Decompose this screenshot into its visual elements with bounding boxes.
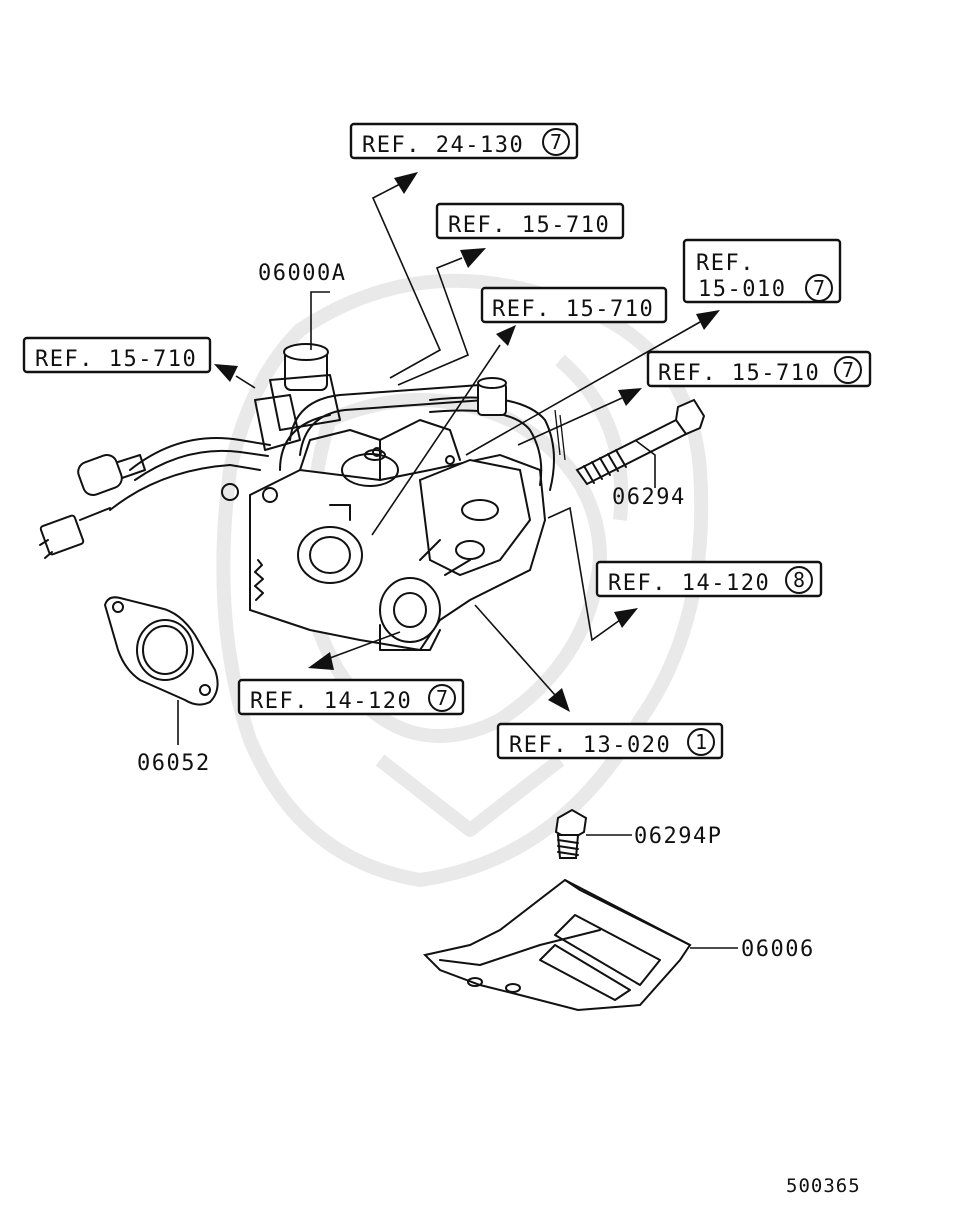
ref-box-13-020[interactable]: REF. 13-020 1: [496, 722, 724, 760]
ref-box-15-010[interactable]: REF. 15-010 7: [682, 238, 842, 304]
ref-label: REF. 15-710: [35, 347, 197, 372]
ref-label: REF. 13-020: [509, 733, 671, 758]
ref-label-line1: REF.: [696, 251, 755, 276]
ref-box-24-130[interactable]: REF. 24-130 7: [349, 122, 579, 160]
bolt-06294p-drawing: [554, 808, 588, 859]
ref-circled-number: 7: [550, 130, 562, 154]
part-label-06000a[interactable]: 06000A: [258, 261, 346, 286]
throttle-body-drawing: [39, 343, 566, 652]
ref-label: 15-010: [698, 277, 786, 302]
ref-box-15-710-left[interactable]: REF. 15-710: [22, 336, 212, 374]
part-label-06006[interactable]: 06006: [741, 937, 815, 962]
ref-label: REF. 15-710: [448, 213, 610, 238]
ref-label: REF. 14-120: [608, 571, 770, 596]
ref-label: REF. 15-710: [492, 297, 654, 322]
ref-circled-number: 7: [813, 276, 825, 300]
bracket-06006-drawing: [423, 878, 692, 1012]
ref-box-15-710-c[interactable]: REF. 15-710 7: [646, 350, 872, 388]
part-label-06052[interactable]: 06052: [137, 751, 211, 776]
part-label-06294[interactable]: 06294: [612, 485, 686, 510]
figure-number: 500365: [786, 1175, 861, 1197]
bolt-06294-drawing: [575, 398, 706, 486]
gasket-06052-drawing: [103, 596, 219, 706]
ref-circled-number: 1: [695, 730, 707, 754]
ref-box-14-120-right[interactable]: REF. 14-120 8: [595, 560, 823, 598]
ref-label: REF. 14-120: [250, 689, 412, 714]
ref-box-15-710-b[interactable]: REF. 15-710: [480, 286, 668, 324]
ref-circled-number: 7: [436, 686, 448, 710]
ref-box-15-710-a[interactable]: REF. 15-710: [435, 202, 625, 240]
ref-circled-number: 8: [793, 568, 805, 592]
leader-lines: [177, 172, 738, 949]
ref-label: REF. 15-710: [658, 361, 820, 386]
ref-box-14-120-left[interactable]: REF. 14-120 7: [237, 678, 465, 716]
ref-label: REF. 24-130: [362, 133, 524, 158]
part-label-06294p[interactable]: 06294P: [634, 824, 722, 849]
ref-circled-number: 7: [842, 358, 854, 382]
